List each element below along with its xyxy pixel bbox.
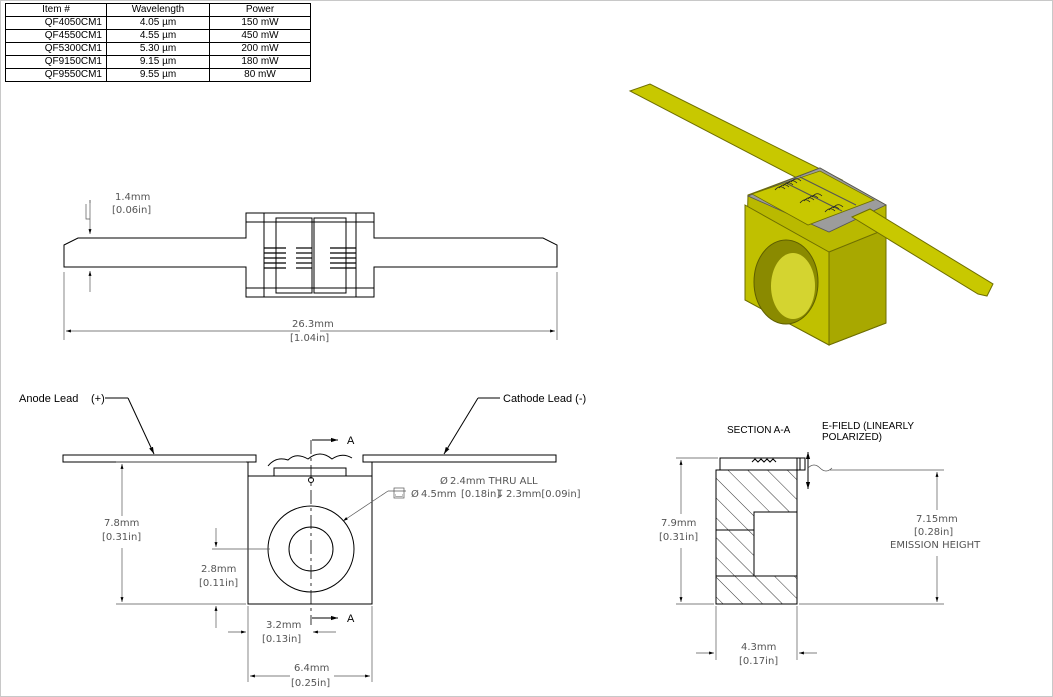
cbore-depth: 2.3mm[0.09in] — [506, 489, 581, 500]
anode-leader-arrow — [127, 397, 155, 455]
front-top-step — [247, 462, 373, 477]
top-view-wire-bonds — [264, 247, 356, 269]
emission-label: EMISSION HEIGHT — [890, 540, 981, 551]
section-mark-top: A — [347, 435, 355, 447]
cbore-note: 4.5mm — [421, 489, 456, 500]
emission-in: [0.28in] — [914, 527, 953, 538]
depth-symbol: ↧ — [496, 489, 504, 500]
anode-sign: (+) — [91, 393, 105, 405]
table-row: QF9550CM1 9.55 µm 80 mW — [5, 68, 311, 82]
iso-wire-bonds — [774, 178, 844, 213]
efield-line1: E-FIELD (LINEARLY — [822, 421, 914, 432]
section-thru-hole — [715, 529, 755, 577]
height-in: [0.31in] — [102, 532, 141, 543]
section-mark-bottom: A — [347, 613, 355, 625]
header-item: Item # — [5, 3, 107, 17]
offset-mm: 3.2mm — [266, 620, 301, 631]
cathode-label: Cathode Lead (-) — [503, 393, 586, 405]
efield-line2: POLARIZED) — [822, 432, 882, 443]
sec-height-in: [0.31in] — [659, 532, 698, 543]
front-anode-lead — [62, 454, 257, 463]
hole-leader — [342, 490, 389, 522]
height-mm: 7.8mm — [104, 518, 139, 529]
iso-divider — [799, 176, 857, 206]
top-view-chip-right — [313, 217, 347, 294]
thickness-mm: 1.4mm — [115, 192, 150, 203]
front-cathode-lead — [362, 454, 557, 463]
efield-wave — [807, 464, 833, 472]
table-row: QF5300CM1 5.30 µm 200 mW — [5, 42, 311, 56]
spec-table: Item # Wavelength Power QF4050CM1 4.05 µ… — [5, 3, 311, 82]
cbore-symbol: ⌴ — [395, 489, 403, 500]
length-mm: 26.3mm — [292, 319, 334, 330]
top-view-lead-outline — [63, 212, 558, 298]
center-mm: 2.8mm — [201, 564, 236, 575]
iso-block-side — [828, 228, 887, 346]
center-in: [0.11in] — [199, 578, 238, 589]
top-view: 1.4mm [0.06in] 26.3mm [1.04in] — [63, 192, 558, 344]
front-wire-bonds — [267, 453, 353, 467]
cathode-leader-arrow — [443, 397, 479, 455]
width-in: [0.25in] — [291, 678, 330, 689]
length-in: [1.04in] — [290, 333, 329, 344]
cell-power: 80 mW — [209, 68, 311, 82]
iso-hole-inner — [771, 253, 815, 319]
iso-divider — [785, 182, 843, 212]
hole-note: 2.4mm THRU ALL — [450, 476, 538, 487]
cell-item: QF9550CM1 — [5, 68, 107, 82]
hole-diameter-symbol: Ø — [440, 475, 448, 487]
top-view-chip-left — [275, 217, 313, 294]
section-chip — [719, 457, 801, 471]
section-body — [715, 469, 798, 605]
offset-in: [0.13in] — [262, 634, 301, 645]
cbore-symbol-frame — [393, 487, 405, 499]
section-facet — [796, 457, 806, 471]
top-view-submount — [263, 212, 357, 298]
depth-in: [0.17in] — [739, 656, 778, 667]
section-title: SECTION A-A — [727, 425, 791, 436]
section-view: SECTION A-A E-FIELD (LINEARLY POLARIZED)… — [659, 421, 981, 667]
front-view: A A Anode Lead (+) Cathode Lead (-) Ø 2.… — [19, 393, 586, 689]
cbore-note-in: [0.18in] — [461, 489, 500, 500]
section-wire — [751, 458, 777, 463]
thickness-leader — [85, 200, 91, 220]
cbore-diameter-symbol: Ø — [411, 488, 419, 500]
iso-lead-cathode — [850, 208, 994, 297]
section-counterbore — [753, 511, 798, 577]
table-row: QF4050CM1 4.05 µm 150 mW — [5, 16, 311, 30]
emission-mm: 7.15mm — [916, 514, 958, 525]
anode-label: Anode Lead — [19, 393, 78, 405]
front-block — [247, 475, 373, 605]
depth-mm: 4.3mm — [741, 642, 776, 653]
thickness-in: [0.06in] — [112, 205, 151, 216]
sec-height-mm: 7.9mm — [661, 518, 696, 529]
isometric-view — [628, 83, 994, 346]
width-mm: 6.4mm — [294, 663, 329, 674]
